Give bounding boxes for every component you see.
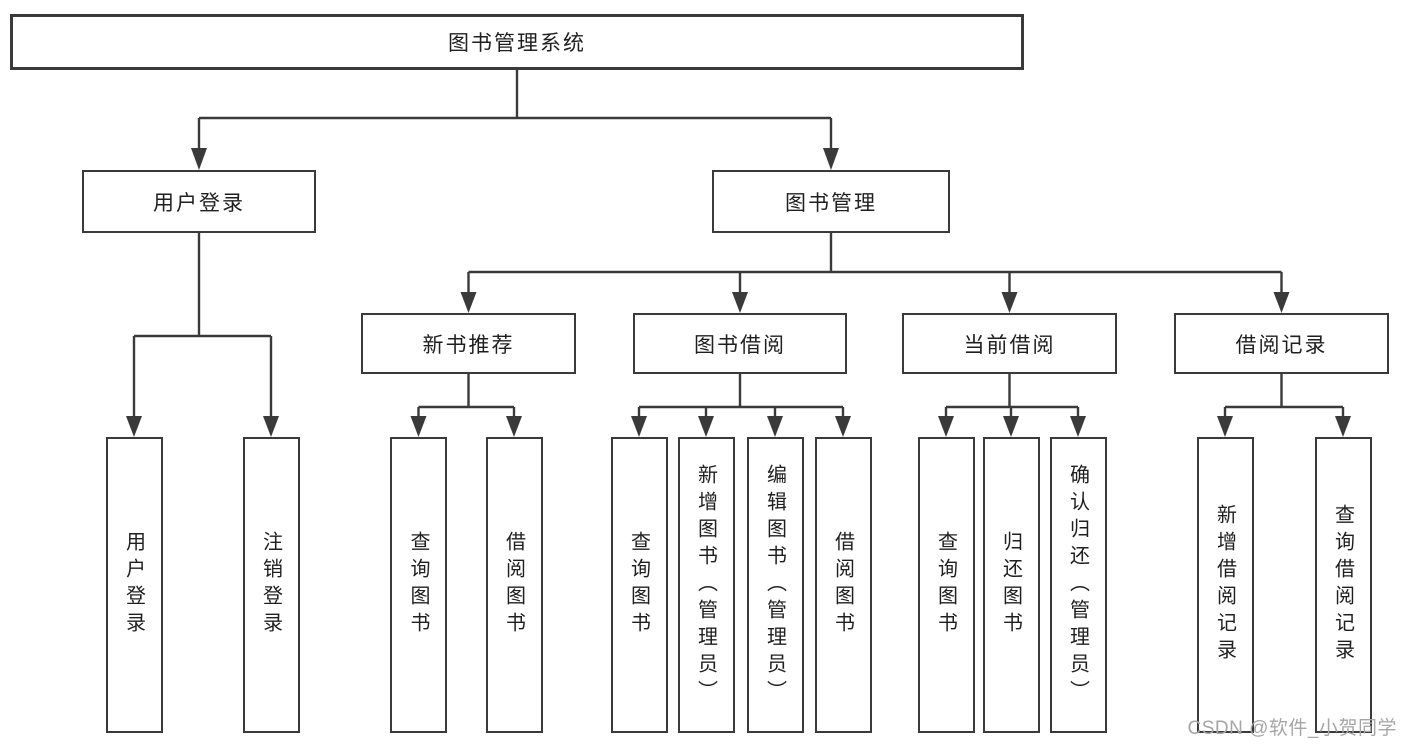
leaf-edit-books-admin: 编辑图书（管理员）	[746, 437, 804, 733]
leaf-query-books: 查询图书	[390, 437, 447, 733]
node-borrowing-records: 借阅记录	[1174, 313, 1389, 374]
watermark-csdn: CSDN @软件_小贺同学	[1187, 718, 1397, 739]
node-user-login: 用户登录	[82, 170, 316, 233]
leaf-confirm-return-admin: 确认归还（管理员）	[1049, 437, 1107, 733]
leaf-return-books: 归还图书	[982, 437, 1040, 733]
leaf-query-borrow-record: 查询借阅记录	[1314, 437, 1372, 733]
node-library-management-system: 图书管理系统	[10, 14, 1024, 70]
leaf-add-books-admin: 新增图书（管理员）	[677, 437, 735, 733]
leaf-borrow-books-2: 借阅图书	[814, 437, 872, 733]
node-current-borrowing: 当前借阅	[902, 313, 1117, 374]
leaf-query-books-2: 查询图书	[610, 437, 668, 733]
leaf-user-login: 用户登录	[105, 437, 163, 733]
node-book-management: 图书管理	[712, 170, 950, 233]
node-new-book-recommendation: 新书推荐	[361, 313, 576, 374]
leaf-query-books-3: 查询图书	[917, 437, 975, 733]
node-book-borrowing: 图书借阅	[633, 313, 847, 374]
leaf-borrow-books: 借阅图书	[485, 437, 543, 733]
leaf-logout: 注销登录	[242, 437, 300, 733]
leaf-add-borrow-record: 新增借阅记录	[1196, 437, 1254, 733]
